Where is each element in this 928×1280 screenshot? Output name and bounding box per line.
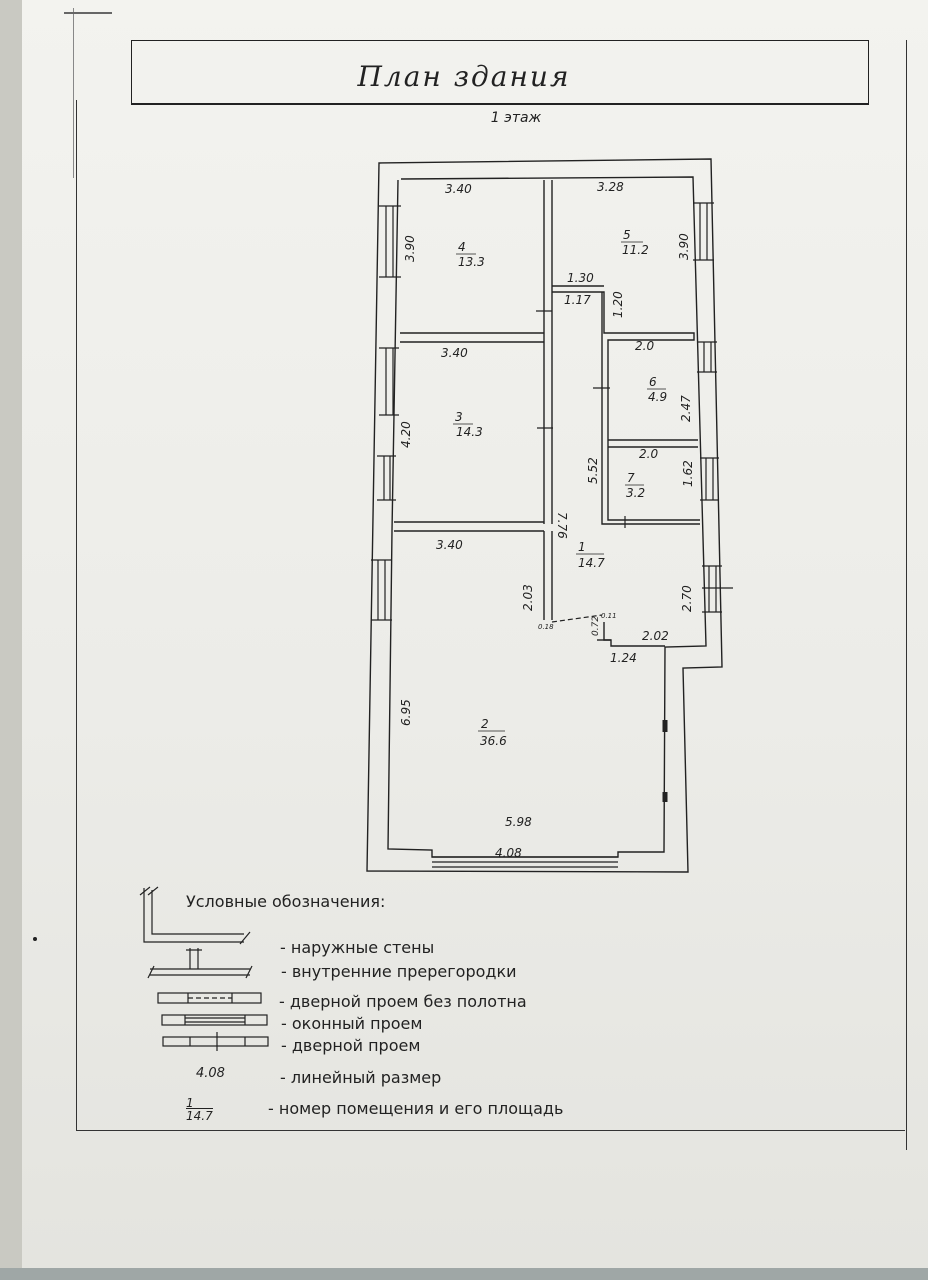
legend-dim-example: 4.08 (196, 1066, 225, 1081)
dim-text: 2.0 (639, 447, 658, 461)
room-3: 3 14.3 (453, 410, 483, 439)
legend-partitions: - внутренние пререгородки (281, 962, 517, 981)
room-5: 5 11.2 (621, 228, 649, 257)
room-area: 36.6 (480, 734, 507, 748)
title-frame (131, 40, 869, 105)
dim-text: 1.24 (610, 651, 637, 665)
dim-text: 2.03 (521, 584, 535, 611)
room-area: 14.3 (456, 425, 483, 439)
legend-door: - дверной проем (281, 1036, 421, 1055)
room-4: 4 13.3 (456, 240, 485, 269)
ink-dot (33, 937, 37, 941)
room-number: 4 (458, 240, 466, 254)
dim-text: 0.18 (538, 623, 554, 631)
room-number: 6 (649, 375, 657, 389)
legend-outer-wall-symbol (139, 886, 251, 945)
legend-symbols (139, 886, 269, 1051)
legend-open-doorway-symbol (157, 992, 262, 1004)
room-area: 13.3 (458, 255, 485, 269)
outer-wall-outer (366, 158, 723, 873)
plan-title: План здания (357, 60, 571, 93)
paper-sheet (22, 0, 928, 1272)
dim-text: 5.98 (505, 815, 532, 829)
drawing-frame-right (866, 40, 907, 1150)
margin-line (73, 8, 74, 178)
room-number: 3 (455, 410, 463, 424)
room-area: 11.2 (622, 243, 649, 257)
binding-edge (0, 0, 22, 1280)
dim-text: 1.17 (564, 293, 591, 307)
dim-text: 2.47 (679, 395, 693, 422)
dim-text: 7.76 (555, 512, 569, 539)
dim-text: 2.0 (635, 339, 654, 353)
room-area: 3.2 (626, 486, 645, 500)
windows (371, 202, 722, 868)
dimension-labels: 3.40 3.28 3.90 3.90 1.30 1.17 1.20 2.0 2… (399, 180, 695, 860)
room-number: 2 (481, 717, 489, 731)
dim-text: 4.20 (399, 421, 413, 448)
legend-outer-walls: - наружные стены (280, 938, 435, 957)
dim-text: 4.08 (495, 846, 522, 860)
dim-text: 3.28 (597, 180, 624, 194)
table-surface (0, 1268, 928, 1280)
dim-text: 1.20 (611, 291, 625, 318)
room-6: 6 4.9 (647, 375, 667, 404)
room-2: 2 36.6 (478, 717, 507, 748)
dim-text: 1.30 (567, 271, 594, 285)
margin-mark (64, 12, 112, 14)
dim-text: 3.40 (445, 182, 472, 196)
floor-label: 1 этаж (490, 110, 542, 126)
legend-window: - оконный проем (281, 1014, 423, 1033)
legend-door-symbol (162, 1032, 269, 1051)
legend-partition-symbol (147, 948, 253, 979)
room-7: 7 3.2 (625, 471, 645, 500)
door-marks (536, 310, 733, 623)
room-number: 5 (623, 228, 631, 242)
dim-text: 3.90 (677, 233, 691, 260)
legend-room-info: - номер помещения и его площадь (268, 1099, 564, 1118)
dim-text: 2.70 (680, 585, 694, 612)
legend-open-doorway: - дверной проем без полотна (279, 992, 527, 1011)
room-1: 1 14.7 (576, 540, 605, 570)
dim-text: 3.90 (403, 235, 417, 262)
dim-text: 5.52 (586, 457, 600, 484)
dim-text: 0.72 (591, 616, 601, 636)
room-number: 1 (578, 540, 586, 554)
room-number: 7 (627, 471, 635, 485)
legend-title: Условные обозначения: (186, 892, 386, 911)
dim-text: 6.95 (399, 699, 413, 726)
legend-window-symbol (161, 1014, 268, 1026)
dim-text: 1.62 (681, 460, 695, 487)
dim-text: 0.11 (601, 612, 617, 620)
legend-room-area-example: 14.7 (186, 1108, 213, 1123)
legend-linear-size: - линейный размер (280, 1068, 442, 1087)
partitions (394, 180, 700, 647)
dim-text: 3.40 (436, 538, 463, 552)
room-area: 14.7 (578, 556, 605, 570)
outer-wall-inner (387, 176, 707, 858)
room-area: 4.9 (648, 390, 667, 404)
legend-room-number-example: 1 (186, 1096, 194, 1110)
dim-text: 3.40 (441, 346, 468, 360)
drawing-frame (76, 100, 905, 1131)
dim-text: 2.02 (642, 629, 669, 643)
